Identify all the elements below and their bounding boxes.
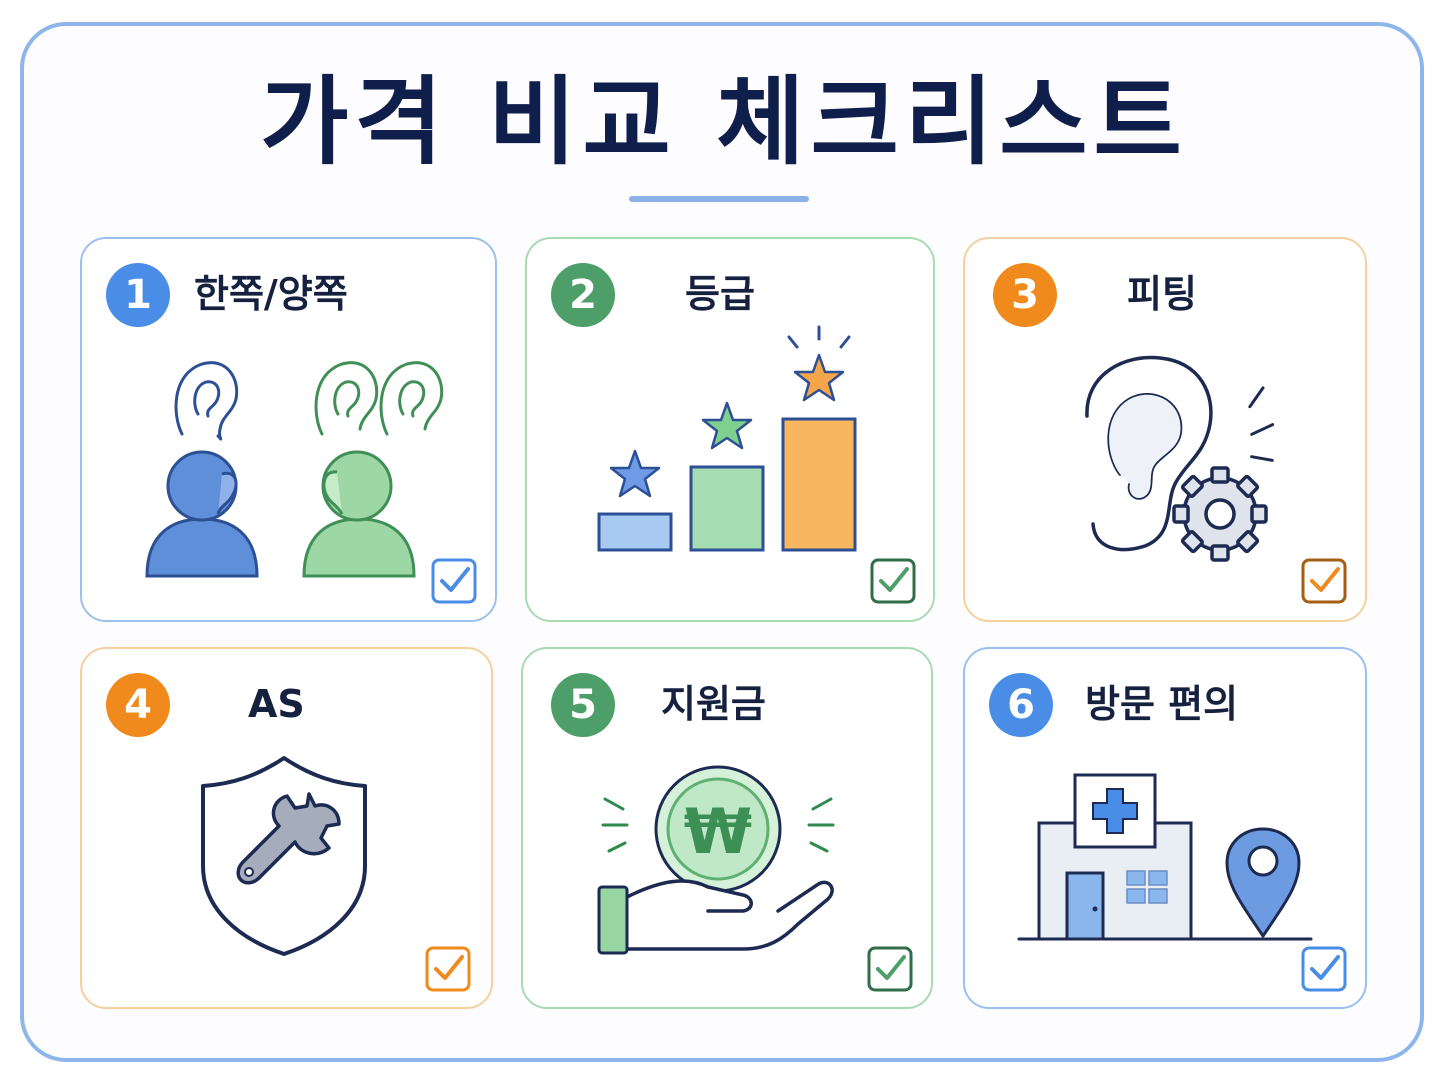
svg-text:₩: ₩ [684, 795, 752, 868]
checkbox-checked-1[interactable] [430, 557, 478, 605]
page-title: 가격 비교 체크리스트 [260, 66, 1188, 178]
checkbox-checked-6[interactable] [1300, 945, 1348, 993]
number-badge-4: 4 [106, 673, 170, 737]
checklist-card-2: 2 등급 [525, 237, 935, 622]
card-label-2: 등급 [685, 272, 755, 316]
clinic-with-location-pin-icon [1017, 773, 1313, 941]
checklist-card-6: 6 방문 편의 [963, 647, 1367, 1009]
card-label-6: 방문 편의 [1085, 682, 1239, 726]
checkbox-checked-4[interactable] [424, 945, 472, 993]
card-label-4: AS [248, 682, 305, 726]
hand-holding-won-coin-icon: ₩ [597, 765, 835, 955]
one-ear-vs-two-ears-icon [145, 361, 444, 578]
card-label-5: 지원금 [661, 682, 766, 726]
checklist-card-3: 3 피팅 [963, 237, 1367, 622]
card-label-1: 한쪽/양쪽 [194, 272, 348, 316]
number-badge-3: 3 [993, 263, 1057, 327]
title-underline [629, 196, 809, 202]
checkbox-checked-3[interactable] [1300, 557, 1348, 605]
tier-bars-with-stars-icon [597, 325, 857, 552]
ear-with-gear-icon [1085, 355, 1275, 562]
checkbox-checked-5[interactable] [866, 945, 914, 993]
checklist-card-1: 1 한쪽/양쪽 [80, 237, 497, 622]
number-badge-5: 5 [551, 673, 615, 737]
number-badge-2: 2 [551, 263, 615, 327]
card-label-3: 피팅 [1127, 272, 1197, 316]
checkbox-checked-2[interactable] [869, 557, 917, 605]
shield-wrench-icon [201, 756, 367, 956]
number-badge-1: 1 [106, 263, 170, 327]
checklist-card-5: 5 지원금 ₩ [521, 647, 933, 1009]
checklist-card-4: 4 AS [80, 647, 493, 1009]
number-badge-6: 6 [989, 673, 1053, 737]
